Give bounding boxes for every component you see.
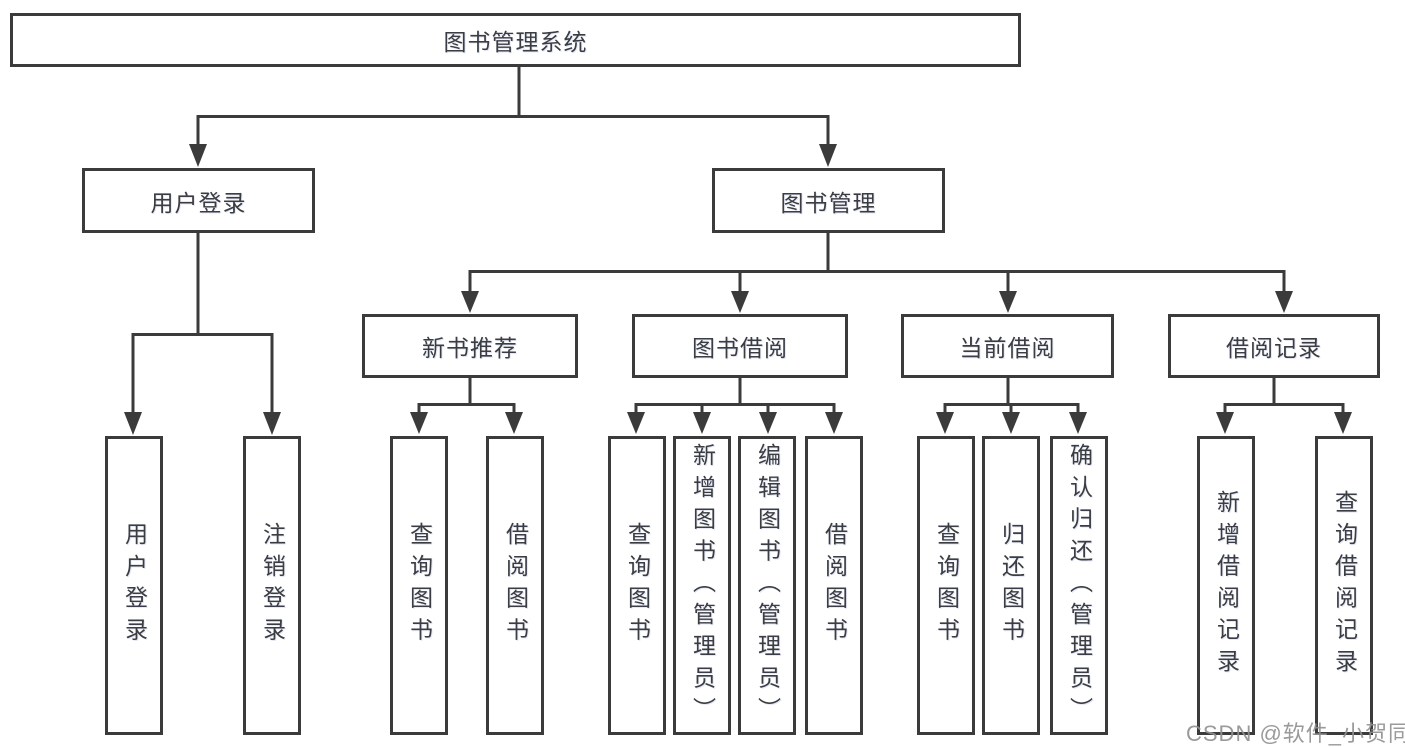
leaf-query-book-1: 查询图书 <box>390 436 448 735</box>
node-label: 注销登录 <box>259 522 286 649</box>
node-label: 新书推荐 <box>422 335 518 361</box>
arrowhead <box>263 412 281 435</box>
arrowhead <box>461 291 479 313</box>
leaf-query-book-2: 查询图书 <box>608 436 666 735</box>
arrowhead <box>1002 412 1020 434</box>
leaf-query-borrow-record: 查询借阅记录 <box>1315 436 1373 735</box>
arrowhead <box>936 412 954 434</box>
leaf-borrow-book-2: 借阅图书 <box>805 436 863 735</box>
arrowhead <box>825 412 843 434</box>
node-user-login: 用户登录 <box>82 168 315 233</box>
node-label: 借阅记录 <box>1226 335 1322 361</box>
arrowhead <box>124 412 142 435</box>
node-label: 用户登录 <box>121 522 148 649</box>
node-label: 当前借阅 <box>959 335 1056 361</box>
leaf-add-book-admin: 新增图书（管理员） <box>673 436 731 735</box>
csdn-watermark: CSDN @软件_小贺同学 <box>1186 721 1405 746</box>
node-label: 借阅图书 <box>821 522 848 649</box>
arrowhead <box>189 144 207 167</box>
node-label: 确认归还（管理员） <box>1066 442 1093 729</box>
arrowhead <box>1275 291 1293 313</box>
arrowhead <box>693 412 711 434</box>
arrowhead <box>759 412 777 434</box>
node-label: 查询图书 <box>933 522 960 649</box>
node-label: 借阅图书 <box>502 522 529 649</box>
node-label: 图书借阅 <box>692 335 788 361</box>
node-new-book-recommend: 新书推荐 <box>362 314 578 378</box>
leaf-user-login: 用户登录 <box>105 436 163 735</box>
arrowhead <box>627 412 645 434</box>
node-borrow-records: 借阅记录 <box>1168 314 1380 378</box>
arrowhead <box>1216 412 1234 434</box>
node-book-management: 图书管理 <box>712 168 945 233</box>
arrowhead <box>410 412 428 434</box>
node-label: 新增图书（管理员） <box>689 442 716 729</box>
leaf-return-book: 归还图书 <box>982 436 1040 735</box>
arrowhead <box>505 412 523 434</box>
leaf-confirm-return-admin: 确认归还（管理员） <box>1050 436 1108 735</box>
node-label: 归还图书 <box>998 522 1025 649</box>
node-current-borrow: 当前借阅 <box>901 314 1114 378</box>
leaf-edit-book-admin: 编辑图书（管理员） <box>738 436 796 735</box>
leaf-query-book-3: 查询图书 <box>917 436 975 735</box>
arrowhead <box>731 291 749 313</box>
node-label: 编辑图书（管理员） <box>754 442 781 729</box>
leaf-add-borrow-record: 新增借阅记录 <box>1197 436 1255 735</box>
node-label: 查询图书 <box>406 522 433 649</box>
node-label: 查询借阅记录 <box>1331 490 1358 681</box>
node-label: 图书管理系统 <box>443 29 588 55</box>
node-book-borrow: 图书借阅 <box>632 314 848 378</box>
node-label: 新增借阅记录 <box>1213 490 1240 681</box>
leaf-logout: 注销登录 <box>243 436 301 735</box>
leaf-borrow-book-1: 借阅图书 <box>486 436 544 735</box>
node-label: 图书管理 <box>780 189 877 216</box>
arrowhead <box>999 291 1017 313</box>
arrowhead <box>819 144 837 167</box>
node-library-management-system: 图书管理系统 <box>10 13 1021 67</box>
arrowhead <box>1334 412 1352 434</box>
arrowhead <box>1069 412 1087 434</box>
node-label: 查询图书 <box>624 522 651 649</box>
node-label: 用户登录 <box>150 189 247 216</box>
